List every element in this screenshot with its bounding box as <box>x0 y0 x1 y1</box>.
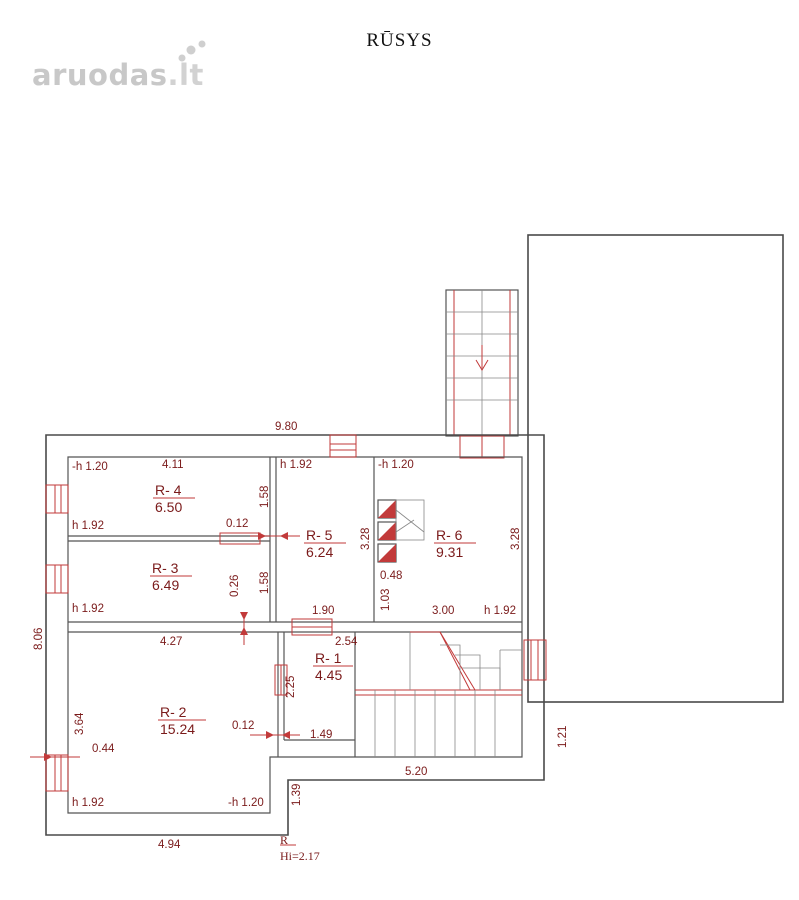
dimension-labels: 9.80 4.11 0.12 1.58 3.28 3.28 0.26 1.58 … <box>33 421 569 851</box>
footer-r: R <box>280 833 288 847</box>
dimension-label: 4.27 <box>160 636 182 648</box>
dimension-label: 1.58 <box>259 572 271 594</box>
window-openings <box>45 434 547 792</box>
height-label: -h 1.20 <box>378 459 414 471</box>
aruodas-logo: aruodas.lt <box>32 40 206 92</box>
dimension-label: 0.12 <box>226 518 248 530</box>
height-label: -h 1.20 <box>228 797 264 809</box>
room-area: 15.24 <box>160 721 195 737</box>
room-id: R- 5 <box>306 527 333 543</box>
room-id: R- 2 <box>160 704 187 720</box>
height-label: h 1.92 <box>72 797 104 809</box>
room-id: R- 3 <box>152 560 179 576</box>
exterior-stair <box>445 289 519 459</box>
dimension-label: 3.28 <box>510 528 522 550</box>
dimension-label: 2.25 <box>285 676 297 698</box>
building-outer-wall <box>45 434 545 836</box>
dimension-label: 0.12 <box>232 720 254 732</box>
height-label: h 1.92 <box>72 520 104 532</box>
chimney-ducts <box>377 499 425 563</box>
logo-bubbles-icon <box>178 40 206 62</box>
room-id: R- 6 <box>436 527 463 543</box>
room-id: R- 4 <box>155 482 182 498</box>
height-footer: R Hi=2.17 <box>280 833 320 863</box>
room-area: 6.49 <box>152 577 179 593</box>
dimension-label: 1.58 <box>259 486 271 508</box>
dimension-label: 1.90 <box>312 605 334 617</box>
dimension-label: 3.00 <box>432 605 454 617</box>
interior-partitions <box>68 457 522 757</box>
room-labels: R- 4 6.50 R- 3 6.49 R- 5 6.24 R- 6 9.31 … <box>150 482 476 737</box>
dimension-label: 1.49 <box>310 729 332 741</box>
dimension-arrows <box>30 532 300 846</box>
dimension-label: 0.26 <box>229 575 241 597</box>
dimension-label: 5.20 <box>405 766 427 778</box>
dimension-label: 0.48 <box>380 570 402 582</box>
dimension-label: 1.03 <box>380 589 392 611</box>
dimension-label: 2.54 <box>335 636 358 648</box>
footer-hi: Hi=2.17 <box>280 849 320 863</box>
room-area: 6.24 <box>306 544 333 560</box>
height-label: -h 1.20 <box>72 461 108 473</box>
room-area: 4.45 <box>315 667 342 683</box>
dimension-label: 8.06 <box>33 628 45 650</box>
dimension-label: 3.64 <box>74 712 86 735</box>
dimension-label: 9.80 <box>275 421 297 433</box>
height-labels: -h 1.20 h 1.92 -h 1.20 h 1.92 h 1.92 h 1… <box>72 459 516 809</box>
room-area: 9.31 <box>436 544 463 560</box>
room-area: 6.50 <box>155 499 182 515</box>
dimension-label: 4.94 <box>158 839 181 851</box>
annex-outline <box>527 234 784 703</box>
dimension-label: 3.28 <box>360 528 372 550</box>
height-label: h 1.92 <box>72 603 104 615</box>
plan-title: RŪSYS <box>366 30 433 51</box>
interior-stair <box>355 631 522 757</box>
logo-text: aruodas <box>32 58 168 92</box>
dimension-label: 0.44 <box>92 743 115 755</box>
height-label: h 1.92 <box>484 605 516 617</box>
logo-suffix: .lt <box>167 58 204 92</box>
dimension-label: 4.11 <box>162 459 184 471</box>
dimension-label: 1.21 <box>557 726 569 748</box>
room-id: R- 1 <box>315 650 342 666</box>
height-label: h 1.92 <box>280 459 312 471</box>
dimension-label: 1.39 <box>291 784 303 806</box>
building-inner-wall <box>67 456 523 814</box>
